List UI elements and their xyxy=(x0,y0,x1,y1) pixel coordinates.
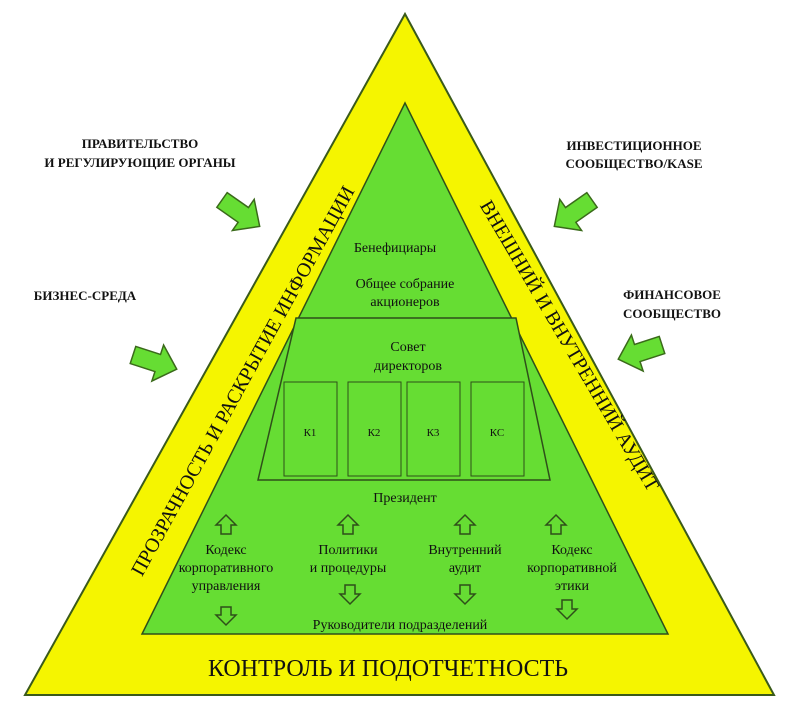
down-arrow-icon xyxy=(214,606,238,627)
financial-arrow-icon xyxy=(617,333,666,373)
item-2-line-1: Политики xyxy=(318,543,378,558)
item-2-line-2: и процедуры xyxy=(310,561,387,576)
committee-label-4: КС xyxy=(490,427,504,439)
investment-label-1: ИНВЕСТИЦИОННОЕ xyxy=(566,138,701,153)
item-3-line-1: Внутренний xyxy=(428,543,502,558)
investment-label-2: СООБЩЕСТВО/KASE xyxy=(565,156,702,171)
down-arrow-icon xyxy=(338,584,362,606)
government-label-1: ПРАВИТЕЛЬСТВО xyxy=(82,136,199,151)
heads-label: Руководители подразделений xyxy=(313,618,488,633)
committee-box-4 xyxy=(470,381,525,477)
committee-label-1: К1 xyxy=(304,427,317,439)
business-arrow-icon xyxy=(129,343,178,383)
item-4-line-3: этики xyxy=(555,579,589,594)
up-arrow-icon xyxy=(453,513,477,535)
general-meeting-label-1: Общее собрание xyxy=(356,277,455,292)
board-label-2: директоров xyxy=(374,359,442,374)
item-4-line-1: Кодекс xyxy=(551,543,592,558)
board-label-1: Совет xyxy=(390,340,425,355)
committee-box-1 xyxy=(283,381,338,477)
committee-label-3: К3 xyxy=(427,427,440,439)
investment-arrow-icon xyxy=(553,191,599,232)
committee-label-2: К2 xyxy=(368,427,381,439)
item-1-line-3: управления xyxy=(192,579,261,594)
up-arrow-icon xyxy=(214,513,238,535)
general-meeting-label-2: акционеров xyxy=(370,295,440,310)
beneficiaries-label: Бенефициары xyxy=(354,241,437,256)
financial-label-2: СООБЩЕСТВО xyxy=(623,306,721,321)
government-label-2: И РЕГУЛИРУЮЩИЕ ОРГАНЫ xyxy=(44,155,235,170)
government-arrow-icon xyxy=(215,191,261,232)
president-label: Президент xyxy=(373,491,436,506)
item-4-line-2: корпоративной xyxy=(527,561,617,576)
committee-box-3 xyxy=(406,381,461,477)
committee-box-2 xyxy=(347,381,402,477)
financial-label-1: ФИНАНСОВОЕ xyxy=(623,287,721,302)
bottom-band-label: КОНТРОЛЬ И ПОДОТЧЕТНОСТЬ xyxy=(208,656,568,682)
item-3-line-2: аудит xyxy=(449,561,481,576)
down-arrow-icon xyxy=(555,599,579,621)
item-1-line-1: Кодекс xyxy=(205,543,246,558)
business-label: БИЗНЕС-СРЕДА xyxy=(34,288,137,303)
up-arrow-icon xyxy=(336,513,360,535)
item-1-line-2: корпоративного xyxy=(179,561,274,576)
down-arrow-icon xyxy=(453,584,477,606)
up-arrow-icon xyxy=(544,513,568,535)
